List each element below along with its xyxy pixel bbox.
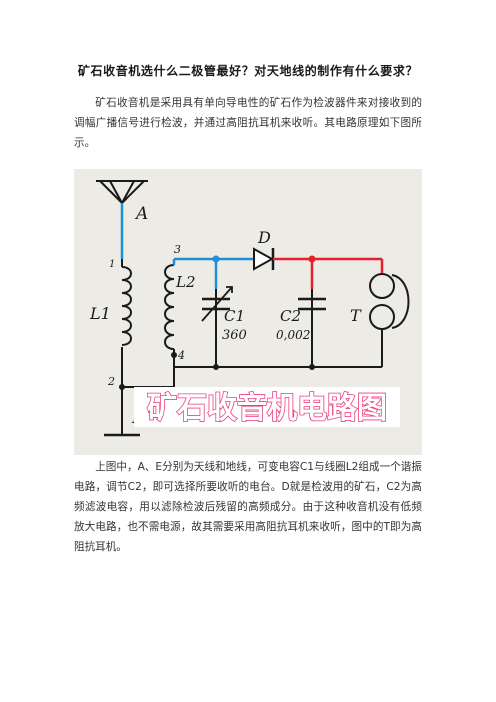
capacitor-c2 xyxy=(298,297,326,311)
junction-dot-c2 xyxy=(309,364,315,370)
description-paragraph: 上图中，A、E分别为天线和地线，可变电容C1与线圈L2组成一个谐振电路，调节C2… xyxy=(74,461,422,553)
junction-dot-2 xyxy=(119,384,125,390)
label-l2: L2 xyxy=(175,273,196,291)
label-antenna: A xyxy=(134,204,148,224)
label-node-1: 1 xyxy=(109,259,115,270)
junction-dot-4 xyxy=(171,352,177,358)
coil-l1 xyxy=(121,266,132,346)
coil-l2 xyxy=(164,264,175,350)
label-node-3: 3 xyxy=(174,243,181,256)
junction-dot-red xyxy=(308,255,316,263)
label-c2-value: 0,002 xyxy=(276,328,310,342)
label-earphone: T xyxy=(350,306,362,325)
variable-capacitor-c1 xyxy=(201,286,233,322)
red-wires xyxy=(273,257,384,289)
intro-paragraph: 矿石收音机是采用具有单向导电性的矿石作为检波器件来对接收到的调幅广播信号进行检波… xyxy=(74,97,422,149)
circuit-diagram: A E L1 L2 C1 360 C2 0,002 D T 1 2 3 4 矿石… xyxy=(89,180,410,437)
earphone-symbol xyxy=(369,273,410,330)
label-c1: C1 xyxy=(224,307,245,325)
caption-background xyxy=(134,387,400,427)
label-diode: D xyxy=(257,228,271,247)
label-l1: L1 xyxy=(89,304,111,323)
circuit-diagram-figure: A E L1 L2 C1 360 C2 0,002 D T 1 2 3 4 矿石… xyxy=(74,169,422,455)
label-node-4: 4 xyxy=(177,349,185,362)
diode-symbol xyxy=(253,247,275,271)
label-c2: C2 xyxy=(280,307,301,325)
article-title: 矿石收音机选什么二极管最好？对天地线的制作有什么要求？ xyxy=(77,64,419,78)
label-c1-value: 360 xyxy=(222,328,247,343)
junction-dot-c1 xyxy=(213,364,219,370)
label-node-2: 2 xyxy=(107,375,115,388)
antenna-symbol xyxy=(96,180,148,204)
figure-caption: 矿石收音机电路图 xyxy=(147,391,387,426)
junction-dot-blue xyxy=(212,255,220,263)
